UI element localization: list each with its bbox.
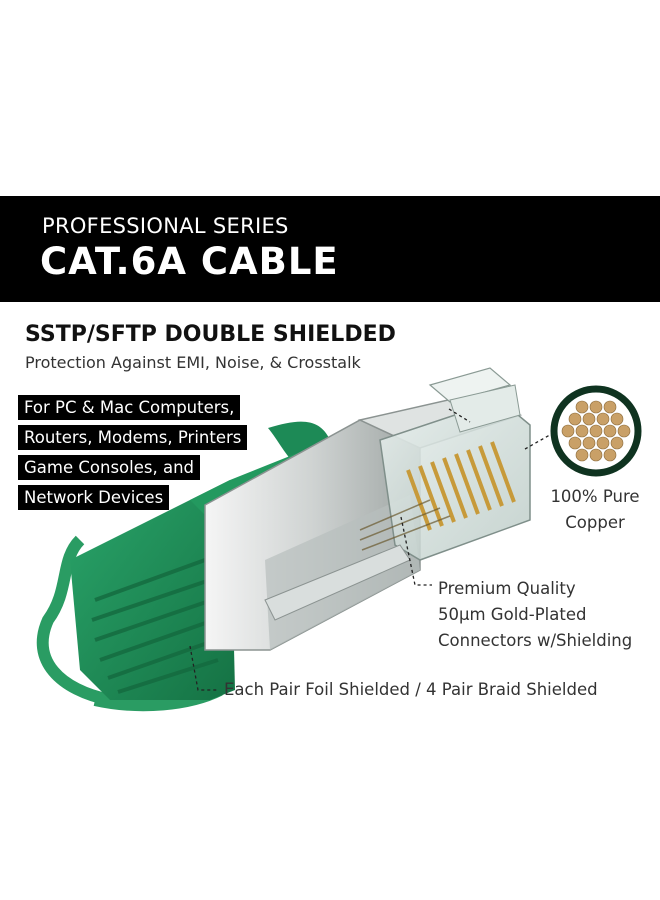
copper-callout: 100% Pure Copper	[545, 484, 645, 536]
banner-title: CAT.6A CABLE	[40, 240, 339, 283]
copper-callout-line: Copper	[565, 513, 625, 532]
connector-callout: Premium Quality 50µm Gold-Plated Connect…	[438, 576, 632, 654]
shielding-callout: Each Pair Foil Shielded / 4 Pair Braid S…	[224, 680, 598, 699]
copper-strand-cross-section-icon	[550, 385, 642, 477]
compatibility-line: Network Devices	[18, 485, 170, 510]
subheadline: Protection Against EMI, Noise, & Crossta…	[25, 353, 361, 372]
compatibility-line: Routers, Modems, Printers	[18, 425, 248, 450]
copper-callout-line: 100% Pure	[550, 487, 640, 506]
compatibility-list: For PC & Mac Computers, Routers, Modems,…	[18, 395, 248, 515]
compatibility-line: For PC & Mac Computers,	[18, 395, 241, 420]
headline: SSTP/SFTP DOUBLE SHIELDED	[25, 322, 396, 347]
connector-callout-line: 50µm Gold-Plated	[438, 605, 587, 624]
banner-subtitle: PROFESSIONAL SERIES	[42, 214, 289, 238]
banner	[0, 196, 660, 302]
compatibility-line: Game Consoles, and	[18, 455, 200, 480]
connector-callout-line: Connectors w/Shielding	[438, 631, 633, 650]
connector-callout-line: Premium Quality	[438, 579, 576, 598]
